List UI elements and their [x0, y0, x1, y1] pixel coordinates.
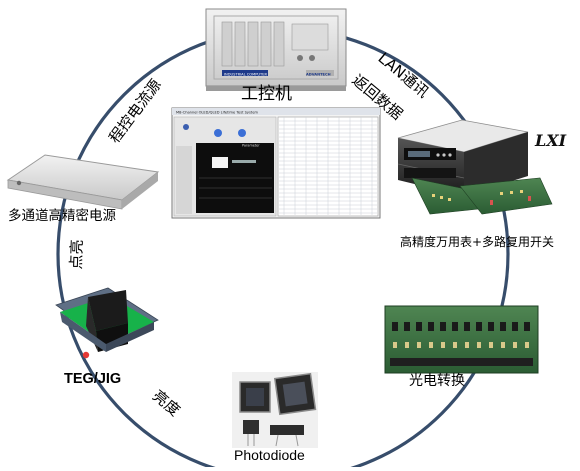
label-teg-jig: TEG/JIG [64, 371, 122, 387]
label-light-up: 点亮 [66, 239, 87, 270]
lxi-logo: LXI [534, 131, 567, 150]
software-title-text: M8-Channel OLED/QLED Lifetime Test Syste… [176, 111, 259, 115]
label-dmm-multiplexer: 高精度万用表+多路复用开关 [400, 235, 555, 249]
industrial-pc-image [205, 8, 347, 91]
software-screenshot [171, 107, 381, 219]
label-photodiode: Photodiode [234, 447, 305, 463]
dmm-multiplexer-image [397, 119, 553, 215]
label-power-supply: 多通道高精密电源 [8, 208, 116, 224]
label-optoelectronic: 光电转换 [409, 373, 465, 389]
label-ipc: 工控机 [241, 84, 292, 104]
ipc-panel-text: INDUSTRIAL COMPUTER [224, 73, 267, 77]
photodiode-image [232, 372, 318, 448]
optoelectronic-board-image [384, 305, 539, 374]
teg-jig-image [55, 287, 159, 359]
power-supply-image [6, 154, 160, 210]
advantech-logo: ADVANTECH [306, 73, 331, 77]
software-panel-text: Parameter [242, 144, 260, 148]
lxi-logo-text: LXI [534, 131, 567, 150]
